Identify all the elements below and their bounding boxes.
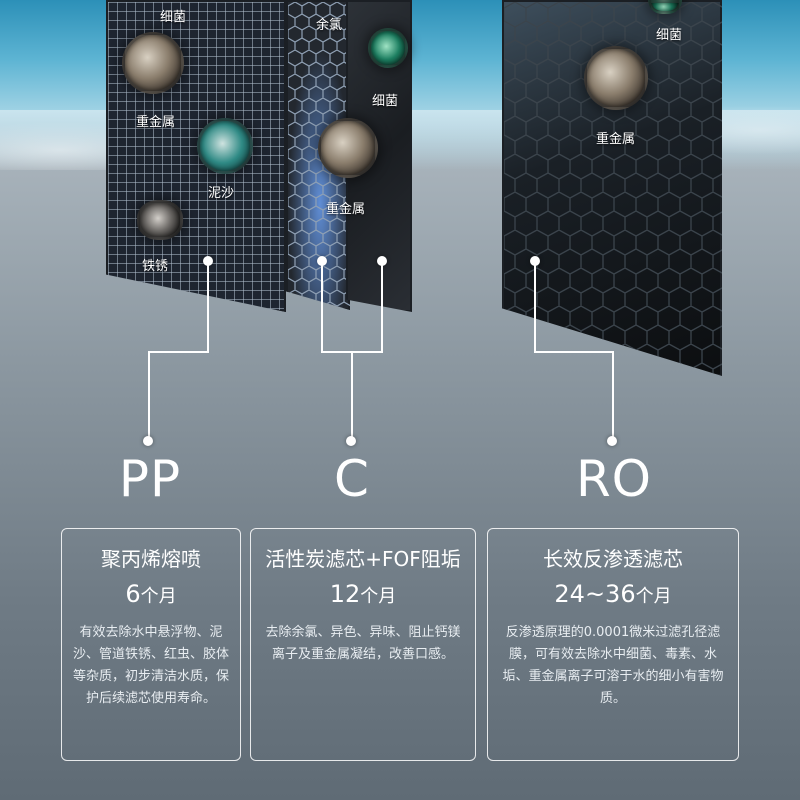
pp-info-card: 聚丙烯熔喷 6个月 有效去除水中悬浮物、泥沙、管道铁锈、红虫、胶体等杂质，初步清… (61, 528, 241, 761)
ro-info-card: 长效反渗透滤芯 24~36个月 反渗透原理的0.0001微米过滤孔径滤膜，可有效… (487, 528, 739, 761)
card-lifespan: 12个月 (329, 580, 397, 608)
heavy-metal-icon (584, 46, 648, 110)
c-info-card: 活性炭滤芯+FOF阻垢 12个月 去除余氯、异色、异味、阻止钙镁离子及重金属凝结… (250, 528, 476, 761)
ro-connector-line (534, 261, 536, 353)
ro-connector-line (612, 351, 614, 441)
card-title: 活性炭滤芯+FOF阻垢 (265, 547, 461, 571)
c-connector-line (321, 261, 323, 353)
c-connector-line (381, 261, 383, 353)
pp-connector-line (207, 261, 209, 353)
heavy-metal-icon (122, 32, 184, 94)
pp-rust-label: 铁锈 (142, 259, 169, 274)
pp-connector-line (148, 351, 150, 441)
c-bacteria-label: 细菌 (372, 94, 399, 109)
ro-connector-dot (607, 436, 617, 446)
pp-connector-line (148, 351, 209, 353)
card-lifespan: 6个月 (125, 580, 177, 608)
card-description: 去除余氯、异色、异味、阻止钙镁离子及重金属凝结，改善口感。 (265, 625, 461, 662)
ro-bacteria-label: 细菌 (656, 28, 683, 43)
heavy-metal-icon (318, 118, 378, 178)
ro-code-label: RO (575, 450, 653, 508)
c-chlorine-label: 余氯 (316, 18, 343, 33)
c-connector-line (351, 351, 353, 441)
card-description: 有效去除水中悬浮物、泥沙、管道铁锈、红虫、胶体等杂质，初步清洁水质，保护后续滤芯… (72, 625, 229, 706)
ro-heavy-metal-label: 重金属 (596, 132, 636, 147)
pp-heavy-metal-label: 重金属 (136, 115, 176, 130)
pp-sand-label: 泥沙 (208, 186, 235, 201)
sand-icon (197, 118, 253, 174)
rust-icon (137, 200, 183, 240)
pp-bacteria-label: 细菌 (160, 10, 187, 25)
bacteria-icon (368, 28, 408, 68)
pp-connector-dot (143, 436, 153, 446)
pp-code-label: PP (118, 450, 182, 508)
c-code-label: C (334, 450, 370, 508)
card-description: 反渗透原理的0.0001微米过滤孔径滤膜，可有效去除水中细菌、毒素、水垢、重金属… (502, 625, 724, 706)
card-title: 聚丙烯熔喷 (101, 547, 201, 571)
card-lifespan: 24~36个月 (554, 580, 672, 608)
c-connector-dot (346, 436, 356, 446)
ro-connector-line (534, 351, 614, 353)
card-title: 长效反渗透滤芯 (543, 547, 683, 571)
c-heavy-metal-label: 重金属 (326, 202, 366, 217)
